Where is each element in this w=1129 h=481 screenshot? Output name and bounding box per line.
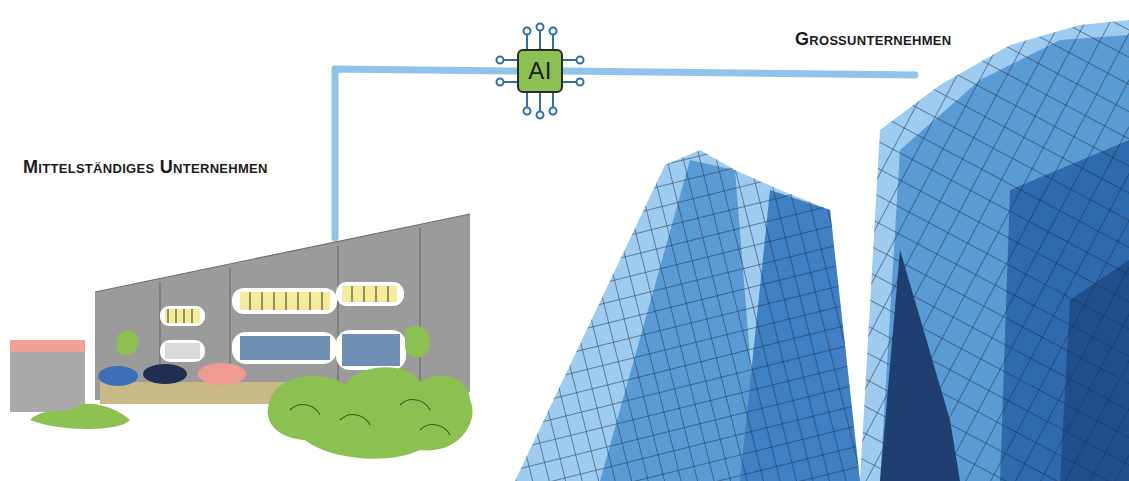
connector-line [563,71,915,75]
company-area: Mittelständiges Unternehmen [15,150,350,238]
company-label: Mittelständiges Unternehmen [23,156,268,178]
chip-label: AI [528,58,551,84]
ai-chip: AI [517,49,563,93]
skyscrapers [515,20,1129,481]
connector-line [335,69,517,238]
office-building [10,214,473,459]
corporation-area: Großunternehmen [915,58,1095,92]
company-label: Großunternehmen [795,28,951,50]
chip-pins [497,24,584,119]
